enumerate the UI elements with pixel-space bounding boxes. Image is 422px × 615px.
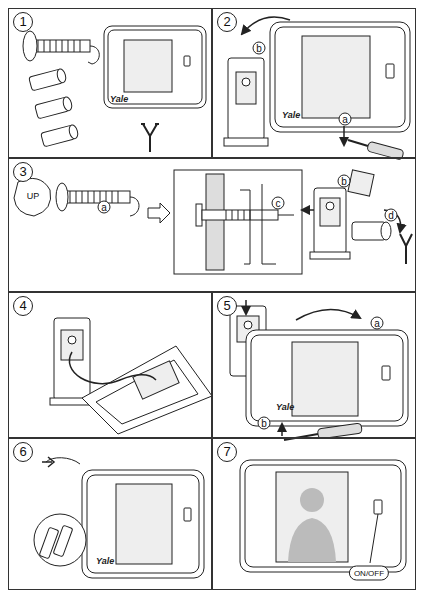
callout-text: c [273,198,284,210]
bolt-part [41,124,79,147]
callout-text: d [386,210,397,222]
step-number: 6 [13,442,33,462]
step-number: 5 [217,296,237,316]
step-panel: 1 [8,8,212,158]
monitor-device [246,330,408,426]
monitor-device [82,470,204,578]
callout-letter: a [98,201,111,214]
insert-arrow [148,203,170,223]
monitor-device [104,26,206,108]
callout-text: a [372,318,383,330]
callout-text: UP [27,191,40,202]
monitor-device [270,22,410,132]
battery-detail [34,514,86,566]
fold-arrow [296,309,360,320]
battery [39,525,73,559]
callout-letter: d [385,209,398,222]
leader-line [370,514,378,563]
orientation-marker: UP [27,191,40,202]
step-number: 1 [13,12,33,32]
screw-arrow [281,424,283,436]
bolt-part [35,96,73,119]
callout-text: ON/OFF [354,568,384,579]
callout-letter: b [253,42,266,55]
viewer-barrel [30,40,90,52]
key-tool [141,124,159,152]
step-panel: 5 a b [212,292,416,438]
screw-arrow [343,126,345,145]
step-number: 3 [13,162,33,182]
step-panel: 3UP a c b d [8,158,416,292]
brand-logo: Yale [96,556,114,566]
step-panel: 7ON/OFF [212,438,416,590]
lock-nut [352,222,391,240]
wall-plate [224,58,268,146]
step-panel: 2 b a [212,8,416,158]
brand-logo: Yale [282,110,300,120]
brand-logo: Yale [110,94,128,104]
cable [88,46,99,64]
callout-letter: a [339,113,352,126]
callout-text: b [339,176,350,188]
door-viewer [56,183,139,216]
monitor-device [82,346,212,434]
button-callout: ON/OFF [349,566,389,581]
brand-logo: Yale [276,402,294,412]
callout-letter: a [371,317,384,330]
callout-letter: b [338,175,351,188]
step-number: 7 [217,442,237,462]
callout-text: a [340,114,351,126]
monitor-device [240,460,406,572]
open-arrow [42,457,54,467]
callout-text: b [259,418,270,430]
move-arrow [242,17,290,34]
hang-arrow [245,300,247,314]
callout-text: a [99,202,110,214]
viewer-flange [23,31,37,61]
wall-plate [50,318,94,405]
up-marker [14,178,51,216]
step-panel: 4 [8,292,212,438]
step-panel: 6 [8,438,212,590]
callout-text: b [254,43,265,55]
callout-letter: b [258,417,271,430]
door-section [174,170,302,274]
step-number: 2 [217,12,237,32]
thread-lines [38,40,80,52]
key-tool [400,234,412,264]
door-viewer [23,31,99,64]
step-number: 4 [13,296,33,316]
callout-letter: c [272,197,285,210]
cable [69,352,156,384]
bolt-part [29,68,67,91]
wall-plate [310,188,350,259]
adhesive-pad [348,170,374,196]
